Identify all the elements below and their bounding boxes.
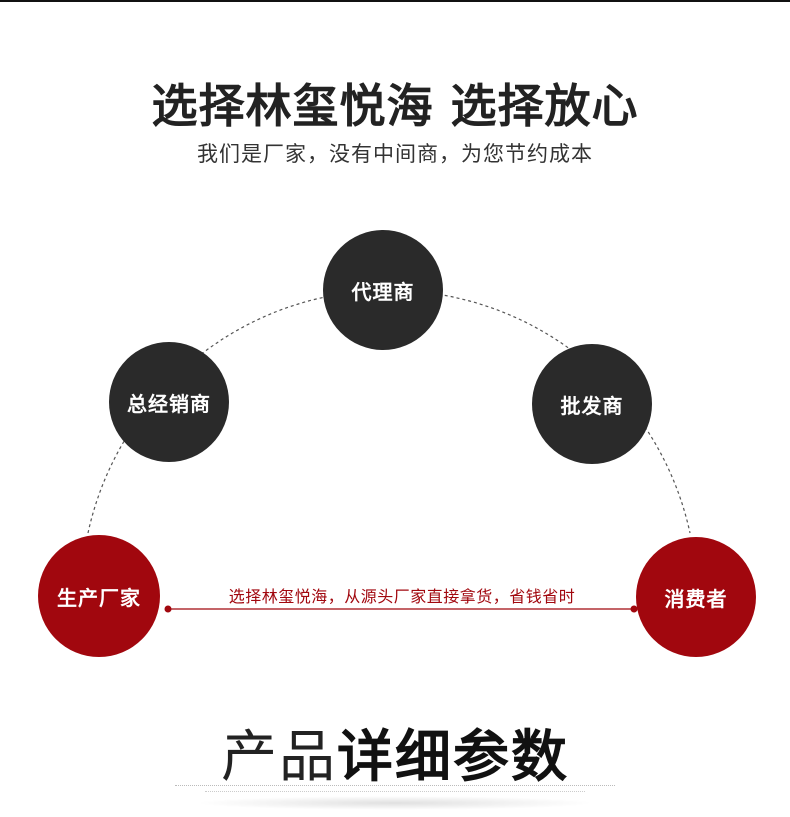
top-divider [0,0,790,2]
node-agent-label: 代理商 [351,279,415,304]
node-consumer-label: 消费者 [664,586,728,611]
section-underline [175,785,615,786]
section-shadow [195,796,595,810]
section-title-light: 产品 [221,725,337,790]
section-underline-secondary [205,791,585,792]
node-general-distributor-label: 总经销商 [127,391,211,416]
node-wholesaler: 批发商 [532,344,652,464]
section-title-bold: 详细参数 [337,725,569,790]
headline: 选择林玺悦海 选择放心 [151,79,639,133]
subheadline: 我们是厂家，没有中间商，为您节约成本 [197,142,593,166]
direct-line-caption: 选择林玺悦海，从源头厂家直接拿货，省钱省时 [228,587,576,606]
node-general-distributor: 总经销商 [109,342,229,462]
node-consumer: 消费者 [636,537,756,657]
node-manufacturer-label: 生产厂家 [57,585,141,610]
section-title: 产品详细参数 [0,712,790,793]
node-wholesaler-label: 批发商 [560,393,624,418]
direct-line-start-dot [164,605,172,613]
node-agent: 代理商 [323,230,443,350]
node-manufacturer: 生产厂家 [38,535,160,657]
direct-line-end-dot [630,605,638,613]
